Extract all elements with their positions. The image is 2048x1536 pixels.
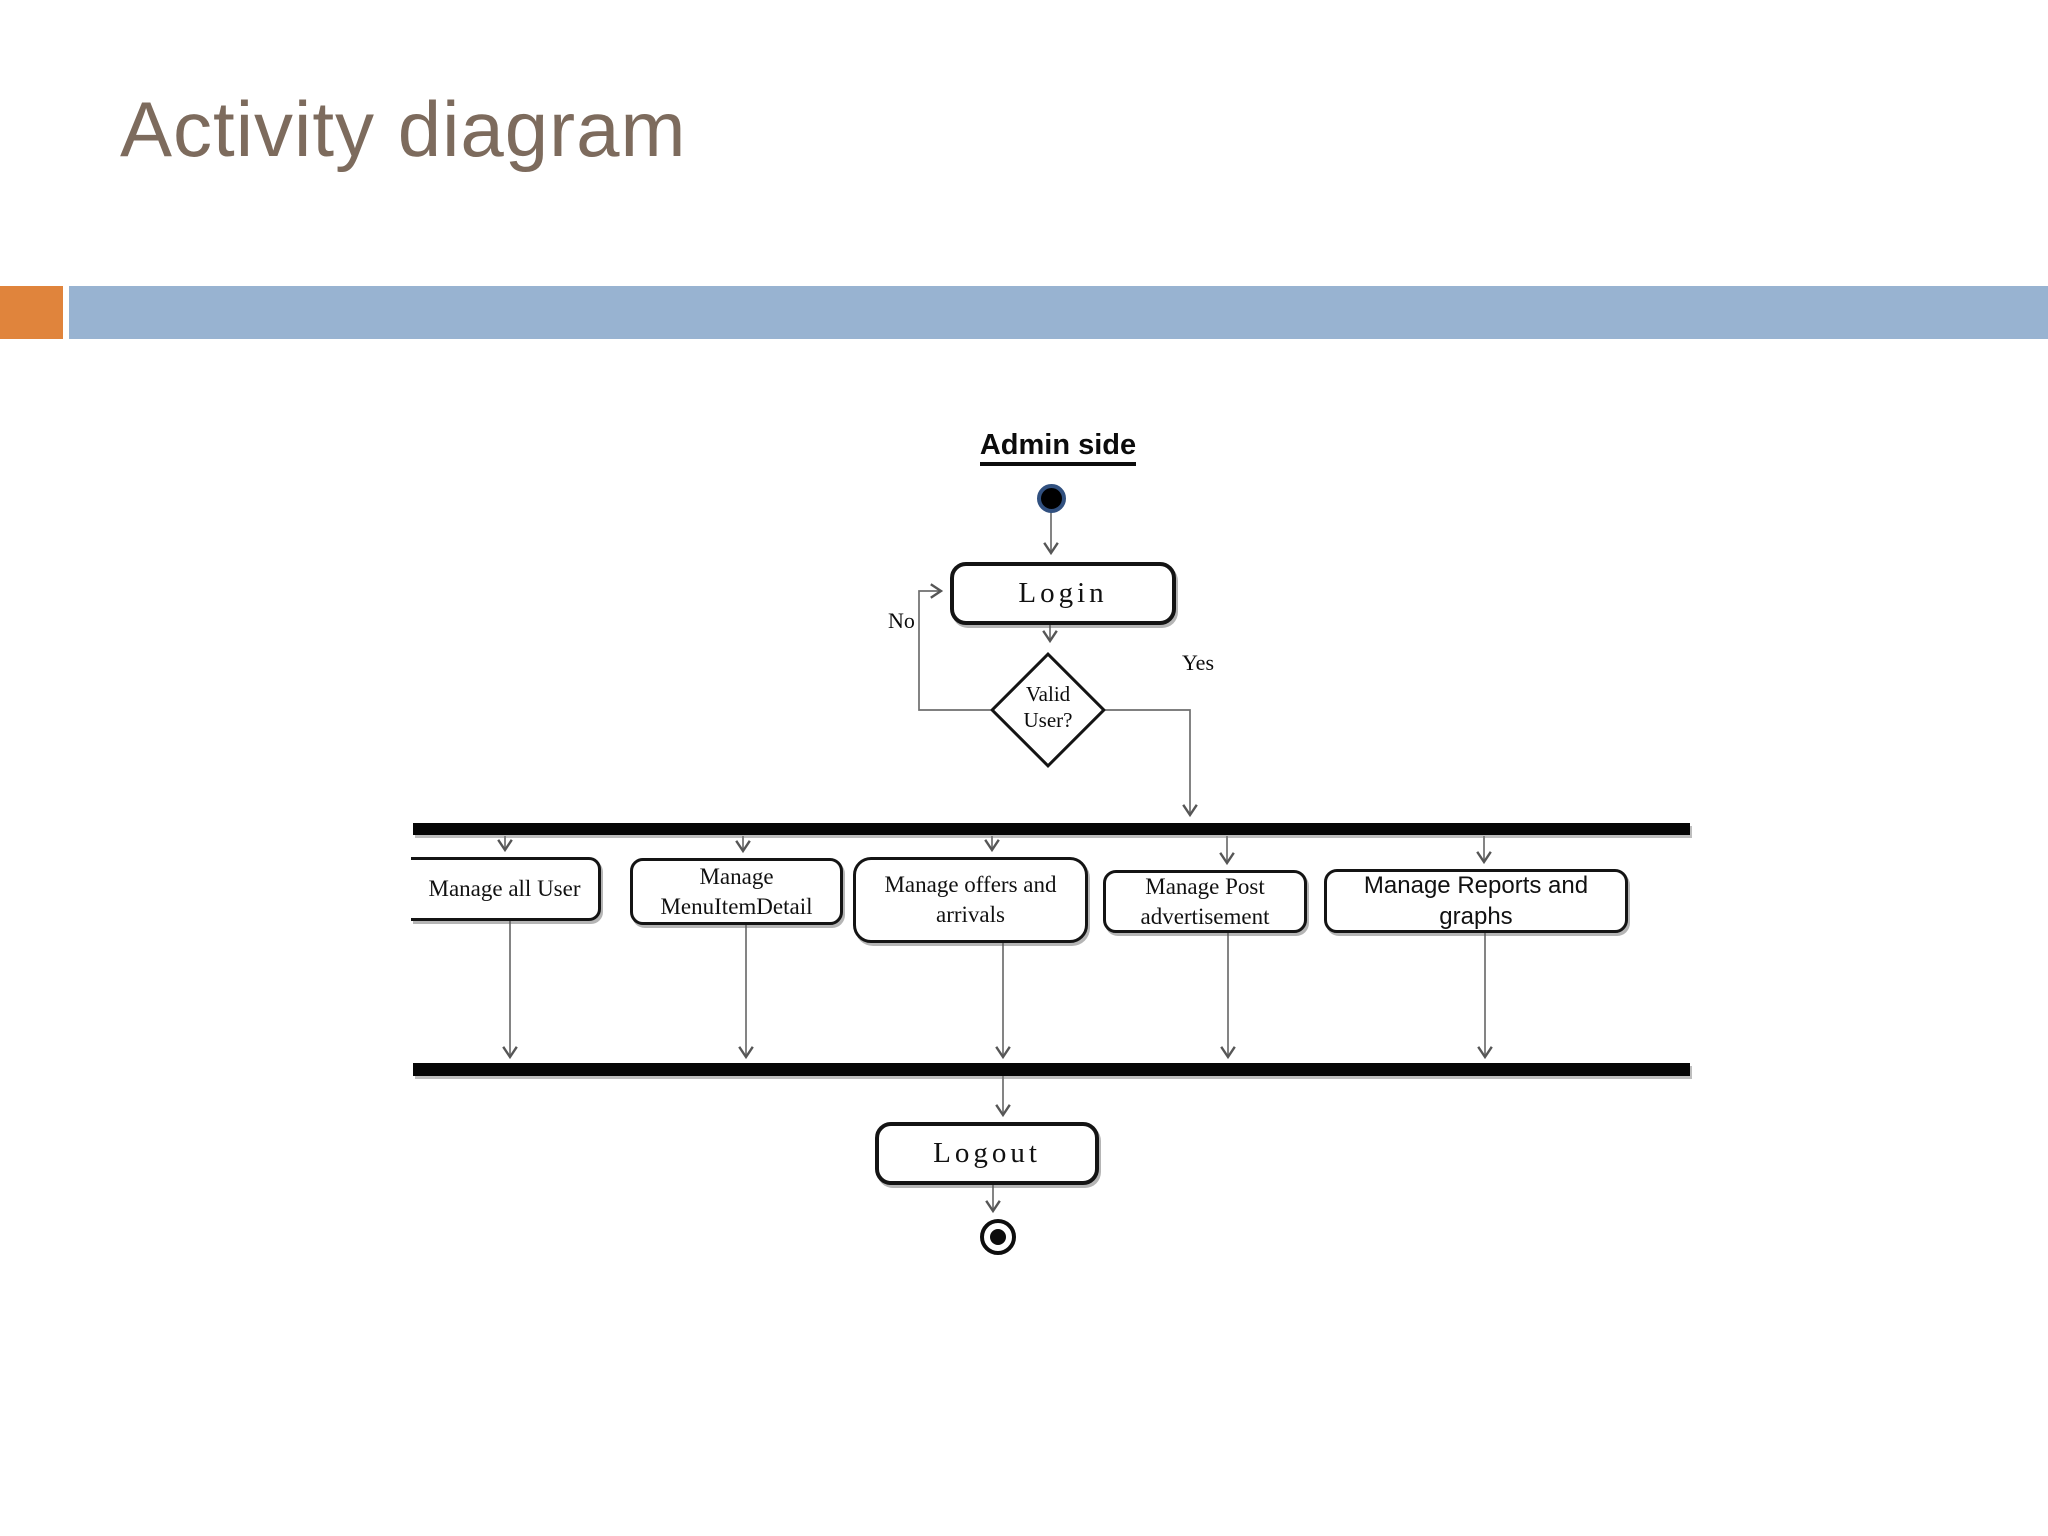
activity-label: Manage — [699, 863, 774, 889]
fork-bar — [413, 823, 1690, 835]
accent-bar-blue — [69, 286, 2048, 339]
activity-box-manage-all-user: Manage all User — [411, 857, 601, 921]
join-bar — [413, 1063, 1690, 1076]
activity-box-manage-offers-arrivals: Manage offers and arrivals — [853, 857, 1088, 943]
decision-label-line1: Valid — [1025, 682, 1071, 706]
activity-box-manage-menuitemdetail: Manage MenuItemDetail — [630, 858, 843, 925]
decision-label-line2: User? — [1023, 708, 1073, 733]
initial-node — [1037, 484, 1066, 513]
diagram-heading-text: Admin side — [979, 429, 1137, 466]
final-node-dot — [990, 1229, 1006, 1245]
diagram-heading: Admin side — [948, 429, 1168, 466]
activity-label: advertisement — [1140, 903, 1270, 929]
login-action-box: Login — [950, 562, 1176, 625]
accent-bar-orange — [0, 286, 63, 339]
activity-label: Manage Post — [1145, 873, 1265, 899]
logout-label: Logout — [933, 1137, 1041, 1169]
activity-label: Manage all User — [428, 876, 581, 902]
activity-label: arrivals — [936, 902, 1005, 927]
valid-user-decision-label: Valid User? — [988, 681, 1108, 734]
activity-box-manage-post-advertisement: Manage Post advertisement — [1103, 870, 1307, 933]
edge-label-yes: Yes — [1182, 650, 1215, 675]
edge-label-no: No — [888, 608, 915, 633]
activity-box-manage-reports-graphs: Manage Reports and graphs — [1324, 869, 1628, 933]
page-title: Activity diagram — [120, 85, 687, 173]
activity-label: Manage Reports and graphs — [1363, 871, 1589, 930]
logout-action-box: Logout — [875, 1122, 1099, 1185]
activity-label: MenuItemDetail — [660, 893, 813, 919]
final-node — [980, 1219, 1016, 1255]
login-label: Login — [1018, 577, 1108, 609]
activity-label: Manage offers and — [884, 872, 1057, 898]
